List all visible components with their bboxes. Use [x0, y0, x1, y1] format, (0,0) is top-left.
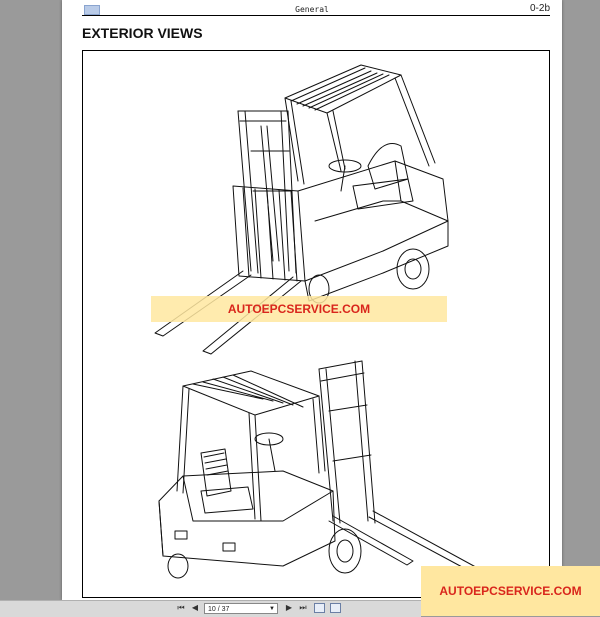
page-title: EXTERIOR VIEWS — [82, 25, 203, 41]
document-page: General 0-2b EXTERIOR VIEWS — [62, 0, 562, 600]
page-number-field[interactable]: 10 / 37 ▼ — [204, 603, 278, 614]
back-icon[interactable] — [314, 603, 325, 613]
header-page-number: 0-2b — [529, 3, 550, 14]
header-marker — [84, 5, 100, 15]
forklift-top-view-drawing — [154, 64, 449, 355]
watermark-banner: AUTOEPCSERVICE.COM — [151, 296, 447, 322]
forklift-illustrations — [154, 64, 484, 579]
forward-icon[interactable] — [330, 603, 341, 613]
page-number-value: 10 / 37 — [208, 606, 230, 613]
pdf-viewer-toolbar: ⏮ ◀ 10 / 37 ▼ ▶ ⏭ — [0, 600, 421, 617]
header-section-name: General — [295, 5, 329, 14]
forklift-bottom-view-drawing — [158, 360, 484, 579]
next-page-icon[interactable]: ▶ — [285, 603, 293, 612]
last-page-icon[interactable]: ⏭ — [299, 603, 307, 612]
first-page-icon[interactable]: ⏮ — [177, 603, 185, 612]
watermark-corner: AUTOEPCSERVICE.COM — [421, 566, 600, 616]
previous-page-icon[interactable]: ◀ — [191, 603, 199, 612]
chevron-down-icon: ▼ — [269, 606, 275, 612]
figure-frame — [82, 50, 550, 598]
header-rule — [82, 15, 550, 16]
